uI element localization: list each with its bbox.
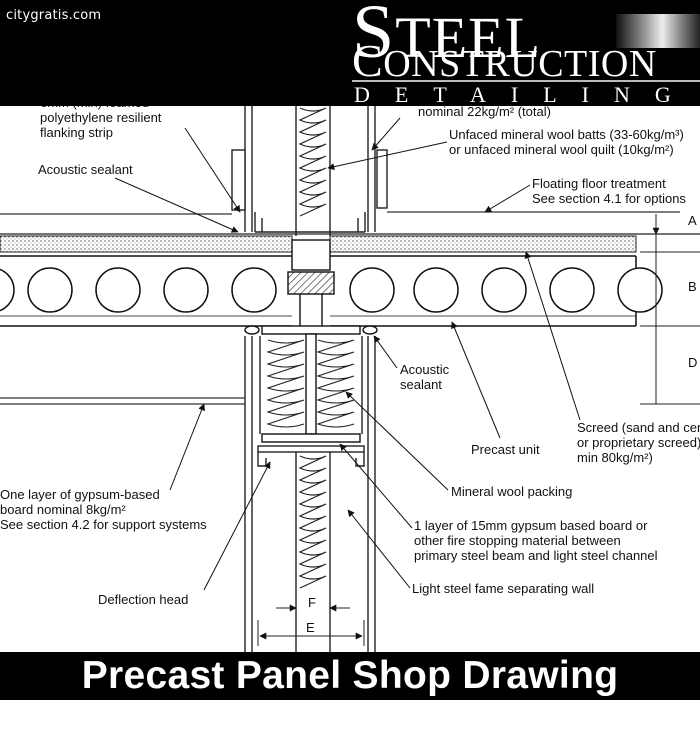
header-bar (0, 0, 700, 106)
floating-floor (0, 211, 700, 253)
label-acoustic-sealant-top: Acoustic sealant (38, 162, 133, 177)
section-drawing (0, 106, 700, 652)
label-mineral-wool-packing: Mineral wool packing (451, 484, 573, 499)
logo-detailing: DETAILING (354, 82, 696, 107)
footer-banner: Precast Panel Shop Drawing Services (81, 654, 619, 745)
label-gypsum-layer: One layer of gypsum-based board nominal … (0, 487, 207, 532)
ceiling (0, 397, 245, 405)
dimension-lines (257, 214, 700, 646)
label-unfaced-mineral-wool: Unfaced mineral wool batts (33-60kg/m³) … (449, 127, 684, 157)
label-dim-a: A (688, 213, 697, 228)
label-light-steel-wall: Light steel fame separating wall (412, 581, 595, 596)
label-acoustic-sealant-mid: Acoustic sealant (400, 362, 450, 392)
site-watermark: citygratis.com (6, 8, 102, 23)
precast-units (0, 255, 663, 327)
steel-beam (244, 325, 378, 443)
label-15mm-board: 1 layer of 15mm gypsum based board or ot… (414, 518, 658, 563)
footer-bar (0, 652, 700, 700)
logo-construction-initial: C (352, 35, 384, 86)
joint-block (287, 239, 335, 326)
logo-steel-bar (616, 14, 700, 48)
label-dim-b: B (688, 279, 697, 294)
lower-insulation (298, 455, 327, 589)
leaders (114, 117, 581, 591)
mineral-wool-left (266, 339, 305, 428)
label-deflection-head: Deflection head (98, 592, 189, 607)
logo-construction: CONSTRUCTION (352, 38, 657, 84)
logo-steel-initial: S (352, 0, 396, 74)
label-nominal-total: nominal 22kg/m² (total) (418, 104, 551, 119)
label-dim-f: F (308, 595, 316, 610)
lower-wall (244, 336, 376, 652)
upper-wall (231, 106, 388, 236)
label-floating-floor: Floating floor treatment See section 4.1… (532, 176, 686, 206)
label-screed: Screed (sand and cement or proprietary s… (577, 420, 700, 465)
logo-construction-rest: ONSTRUCTION (383, 43, 657, 85)
label-dim-d: D (688, 355, 698, 370)
logo-rule (352, 80, 700, 82)
logo-steel: STEEL (352, 0, 541, 70)
logo-steel-rest: TEEL (395, 5, 541, 70)
upper-insulation (298, 107, 327, 217)
label-precast-unit: Precast unit (471, 442, 540, 457)
mineral-wool-right (316, 339, 355, 428)
label-dim-e: E (306, 620, 315, 635)
